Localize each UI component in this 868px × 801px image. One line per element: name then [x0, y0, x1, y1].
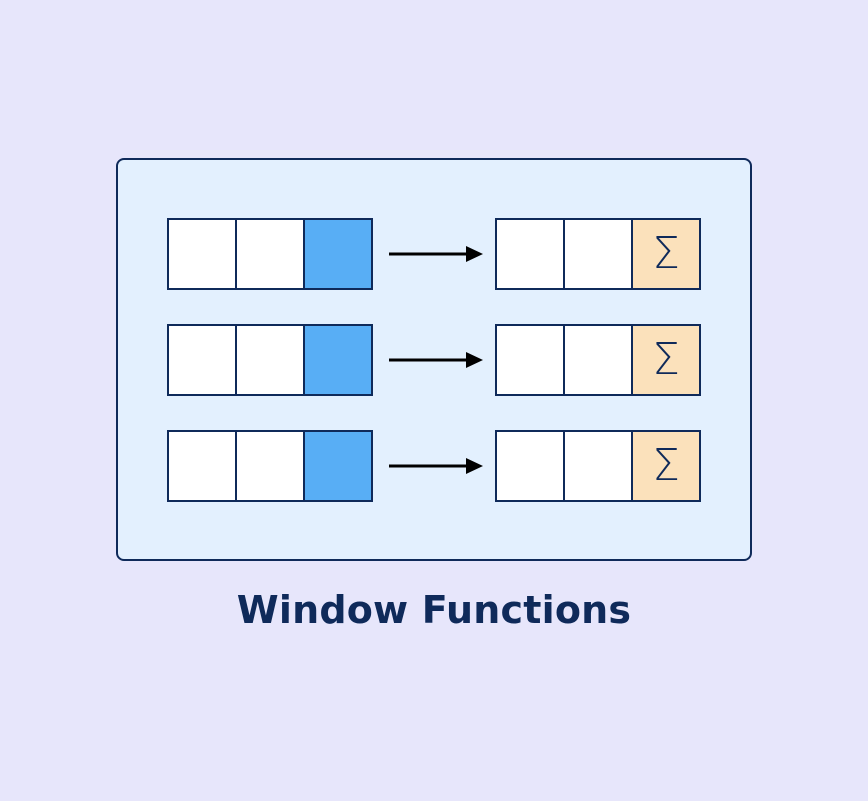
output-row-cells: Σ	[495, 430, 705, 502]
arrow-head	[466, 458, 483, 474]
window-row: Σ	[118, 430, 754, 502]
right-arrow-icon	[389, 246, 483, 262]
arrow-head	[466, 246, 483, 262]
input-row-cells	[167, 218, 377, 290]
empty-cell	[495, 324, 565, 396]
empty-cell	[563, 430, 633, 502]
empty-cell	[235, 218, 305, 290]
aggregate-result-cell: Σ	[631, 430, 701, 502]
highlighted-cell	[303, 218, 373, 290]
output-row-cells: Σ	[495, 218, 705, 290]
arrow-head	[466, 352, 483, 368]
empty-cell	[563, 218, 633, 290]
aggregate-result-cell: Σ	[631, 324, 701, 396]
highlighted-cell	[303, 324, 373, 396]
diagram-panel: Σ Σ Σ	[116, 158, 752, 561]
sigma-icon: Σ	[652, 334, 680, 385]
window-row: Σ	[118, 218, 754, 290]
input-row-cells	[167, 430, 377, 502]
empty-cell	[167, 324, 237, 396]
sigma-icon: Σ	[652, 228, 680, 279]
empty-cell	[495, 218, 565, 290]
diagram-title: Window Functions	[236, 588, 632, 632]
empty-cell	[563, 324, 633, 396]
highlighted-cell	[303, 430, 373, 502]
empty-cell	[495, 430, 565, 502]
output-row-cells: Σ	[495, 324, 705, 396]
empty-cell	[167, 430, 237, 502]
window-row: Σ	[118, 324, 754, 396]
aggregate-result-cell: Σ	[631, 218, 701, 290]
empty-cell	[235, 430, 305, 502]
empty-cell	[167, 218, 237, 290]
right-arrow-icon	[389, 458, 483, 474]
empty-cell	[235, 324, 305, 396]
right-arrow-icon	[389, 352, 483, 368]
input-row-cells	[167, 324, 377, 396]
sigma-icon: Σ	[652, 440, 680, 491]
